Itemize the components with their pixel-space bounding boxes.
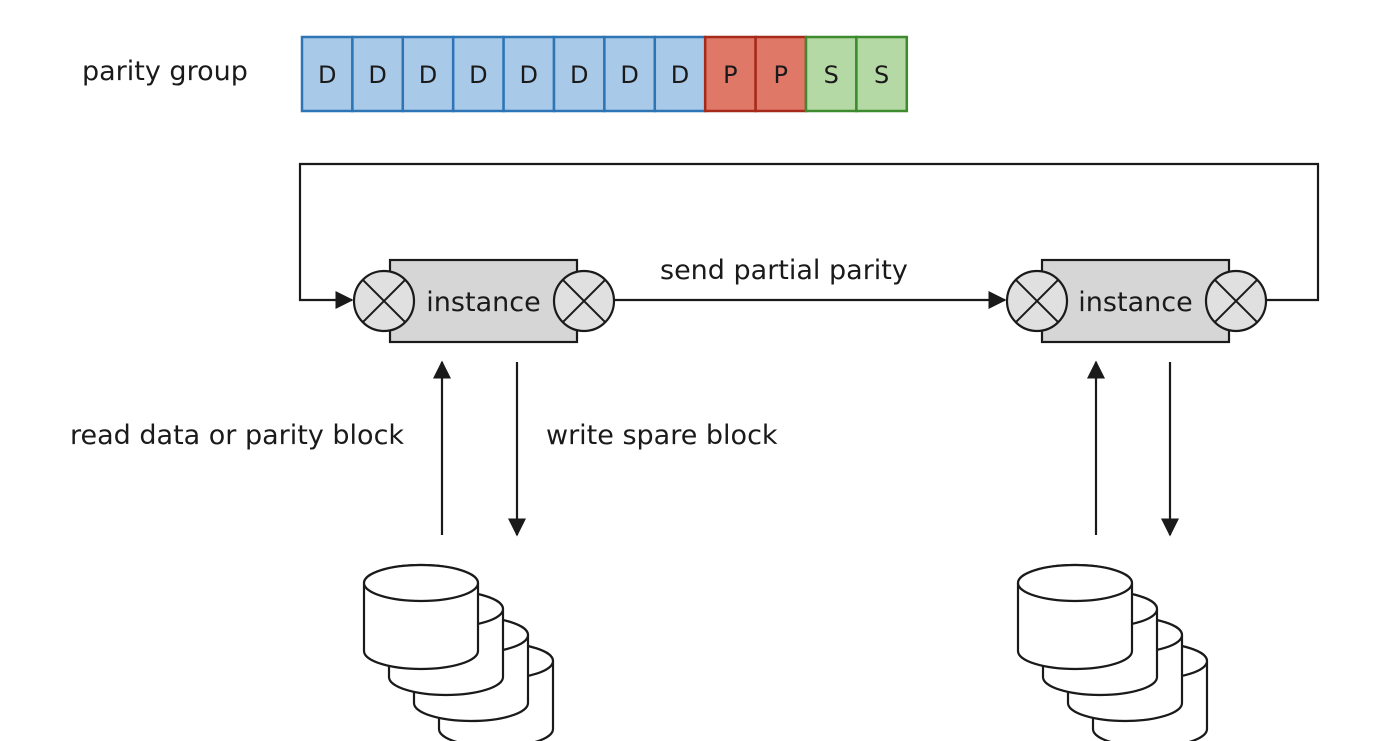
block-letter: D <box>620 61 638 89</box>
block-data-6: D <box>552 35 606 113</box>
parity-group-label: parity group <box>82 56 248 87</box>
block-parity-10: P <box>754 35 808 113</box>
read-label: read data or parity block <box>70 420 404 451</box>
block-letter: P <box>774 61 788 89</box>
block-data-1: D <box>300 35 354 113</box>
block-letter: D <box>469 61 487 89</box>
block-letter: D <box>318 61 336 89</box>
write-label: write spare block <box>546 420 778 451</box>
disk-icon <box>362 563 480 671</box>
block-letter: P <box>723 61 737 89</box>
xor-output-icon <box>1204 269 1268 333</box>
instance-left: instance <box>352 258 616 344</box>
block-letter: D <box>368 61 386 89</box>
disk-stack-right <box>1016 563 1209 741</box>
send-partial-parity-label: send partial parity <box>660 255 908 286</box>
block-data-3: D <box>401 35 455 113</box>
block-data-8: D <box>653 35 707 113</box>
disk-stack-left <box>362 563 555 741</box>
disk-stacks <box>362 563 1209 741</box>
block-letter: S <box>824 61 839 89</box>
xor-output-icon <box>552 269 616 333</box>
disk-icon <box>1016 563 1134 671</box>
block-letter: D <box>419 61 437 89</box>
instance-label: instance <box>1078 287 1192 318</box>
block-data-2: D <box>351 35 405 113</box>
block-letter: S <box>874 61 889 89</box>
xor-input-icon <box>352 269 416 333</box>
block-spare-11: S <box>804 35 858 113</box>
xor-input-icon <box>1005 269 1069 333</box>
instance-label: instance <box>426 287 540 318</box>
instances: instance instance <box>352 258 1268 344</box>
block-letter: D <box>520 61 538 89</box>
feedback-loop-arrow <box>298 162 1320 309</box>
block-data-7: D <box>603 35 657 113</box>
block-parity-9: P <box>703 35 757 113</box>
block-letter: D <box>570 61 588 89</box>
block-spare-12: S <box>855 35 909 113</box>
block-letter: D <box>671 61 689 89</box>
block-data-5: D <box>502 35 556 113</box>
instance-right: instance <box>1005 258 1268 344</box>
block-data-4: D <box>451 35 505 113</box>
